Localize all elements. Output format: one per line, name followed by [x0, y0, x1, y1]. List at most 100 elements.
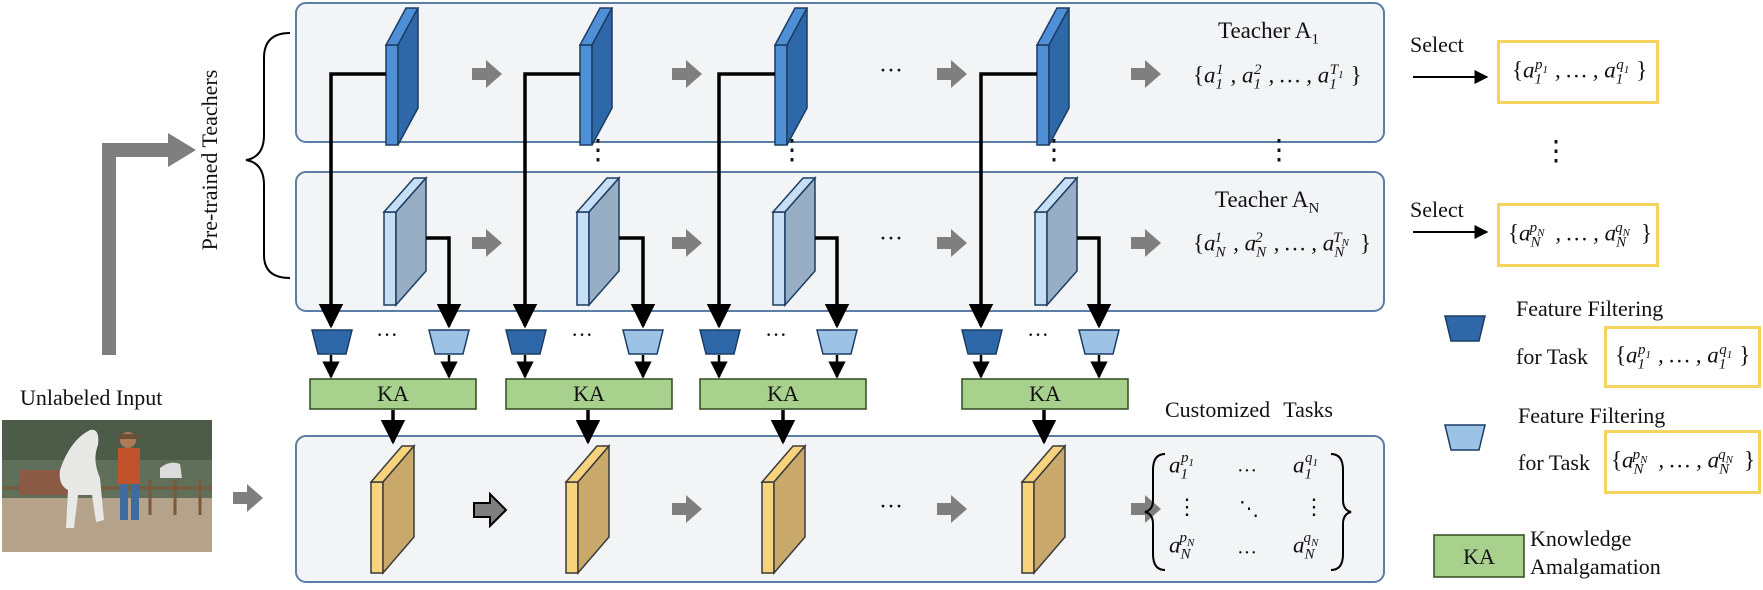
teacher-row-arrows [472, 60, 1161, 257]
matrix-vdots-left: ⋮ [1176, 494, 1198, 519]
student-layer-1 [369, 443, 416, 576]
filter-light [816, 329, 858, 355]
ka-to-student-arrows [380, 410, 1057, 445]
teacher-1-layer-2 [578, 7, 614, 146]
filter-light [1078, 329, 1120, 355]
task-matrix: a1p1 ··· a1q1 ⋮ ⋱ ⋮ aNpN ··· aNqN [1143, 448, 1353, 576]
teacher-n-sub: N [1308, 200, 1320, 217]
legend-filter-dark-icon [1444, 315, 1486, 342]
customized-tasks-label: Customized Tasks [1165, 397, 1333, 422]
vdots-4: ⋮ [1265, 135, 1293, 166]
legend-filter-1-title: Feature Filtering [1516, 296, 1664, 321]
ka-label-1: KA [377, 381, 409, 406]
filter-to-ka-arrows [322, 355, 1108, 379]
legend-filter-1-for: for Task [1516, 344, 1588, 369]
legend-filter-n-for: for Task [1518, 450, 1590, 475]
matrix-ddots: ⋱ [1239, 498, 1259, 520]
teacher-1-panel [295, 2, 1385, 143]
pretrained-teachers-label: Pre-trained Teachers [197, 69, 222, 251]
student-layer-2 [564, 443, 611, 576]
teacher-n-feature-set: {aN1, aN2, … , aNTN} [1193, 230, 1372, 261]
gray-arrow [937, 229, 967, 257]
student-layer-t [1020, 443, 1067, 576]
vdots-3: ⋮ [1040, 135, 1068, 166]
selected-set-1: {a1p1, … , a1q1} [1497, 40, 1659, 104]
teachers-brace [245, 32, 291, 279]
legend-ka-box [1433, 534, 1525, 578]
filter-dark [311, 329, 353, 355]
gray-arrow [937, 60, 967, 88]
selected-set-n: {aNpN, … , aNqN} [1497, 203, 1659, 267]
teacher-n-ellipsis: ··· [879, 226, 903, 252]
legend-knowledge: Knowledge [1530, 526, 1632, 551]
student-gray-arrow-outlined [473, 491, 508, 529]
ka-label-2: KA [573, 381, 605, 406]
filter-ellipsis-3: ··· [765, 322, 787, 347]
vdots-select: ⋮ [1542, 136, 1570, 167]
gray-arrow [472, 60, 502, 88]
ka-box-4 [961, 378, 1129, 410]
teacher-1-layer-t [1035, 7, 1071, 146]
teacher-1-title: Teacher A1 [1218, 18, 1319, 49]
matrix-vdots-right: ⋮ [1303, 494, 1325, 519]
feature-filters [311, 329, 1120, 355]
gray-arrow [1131, 495, 1161, 523]
filter-light [622, 329, 664, 355]
gray-arrow [672, 229, 702, 257]
teacher-n-layer-2 [575, 176, 621, 307]
gray-arrow [672, 60, 702, 88]
select-label-n: Select [1410, 197, 1464, 222]
teacher-n-name: Teacher A [1215, 187, 1309, 212]
gray-arrow [1131, 229, 1161, 257]
legend-filter-n-title: Feature Filtering [1518, 403, 1666, 428]
teacher-n-layer-t [1033, 176, 1079, 307]
input-label: Unlabeled Input [20, 385, 163, 410]
filter-ellipsis-4: ··· [1027, 322, 1049, 347]
student-ellipsis: ··· [879, 494, 903, 520]
filter-light [428, 329, 470, 355]
select-label-1: Select [1410, 32, 1464, 57]
matrix-hellipsis-bottom: ··· [1237, 542, 1257, 564]
teacher-1-sub: 1 [1311, 31, 1320, 48]
student-layer-3 [760, 443, 807, 576]
legend-filter-light-icon [1444, 424, 1486, 451]
filter-dark [961, 329, 1003, 355]
filter-dark [699, 329, 741, 355]
ka-label-3: KA [767, 381, 799, 406]
gray-arrow [937, 495, 967, 523]
filter-dark [505, 329, 547, 355]
gray-arrow [1131, 60, 1161, 88]
ka-box-2 [505, 378, 673, 410]
legend-filter-1-set: {a1p1, … , a1q1} [1604, 326, 1761, 388]
filter-ellipsis-2: ··· [571, 322, 593, 347]
ka-boxes [309, 378, 1129, 410]
unlabeled-input-photo [2, 420, 212, 552]
teacher-1-ellipsis: ··· [879, 58, 903, 84]
matrix-braces [1144, 453, 1352, 571]
legend-ka-label: KA [1463, 544, 1495, 569]
vdots-2: ⋮ [778, 135, 806, 166]
ka-box-1 [309, 378, 477, 410]
teacher-n-layer-1 [382, 176, 428, 307]
ka-label-4: KA [1029, 381, 1061, 406]
teacher-1-feature-set: {a11, a12, … , a1T1} [1193, 62, 1362, 93]
input-to-teachers-arrow [102, 133, 196, 355]
gray-arrow [672, 495, 702, 523]
input-gray-arrow [233, 484, 263, 512]
teacher-n-title: Teacher AN [1215, 187, 1319, 218]
filter-ellipsis-1: ··· [376, 322, 398, 347]
teacher-1-name: Teacher A [1218, 18, 1312, 43]
matrix-hellipsis-top: ··· [1237, 460, 1257, 482]
student-row-arrows [233, 484, 1161, 529]
teacher-1-layer-1 [384, 7, 420, 146]
vdots-1: ⋮ [584, 135, 612, 166]
teacher-n-layer-3 [771, 176, 817, 307]
connector-lines [318, 72, 1112, 329]
ka-box-3 [699, 378, 867, 410]
gray-arrow [472, 229, 502, 257]
teacher-1-layer-3 [773, 7, 809, 146]
legend-filter-n-set: {aNpN, … , aNqN} [1604, 430, 1761, 494]
legend-amalgamation: Amalgamation [1530, 554, 1661, 579]
